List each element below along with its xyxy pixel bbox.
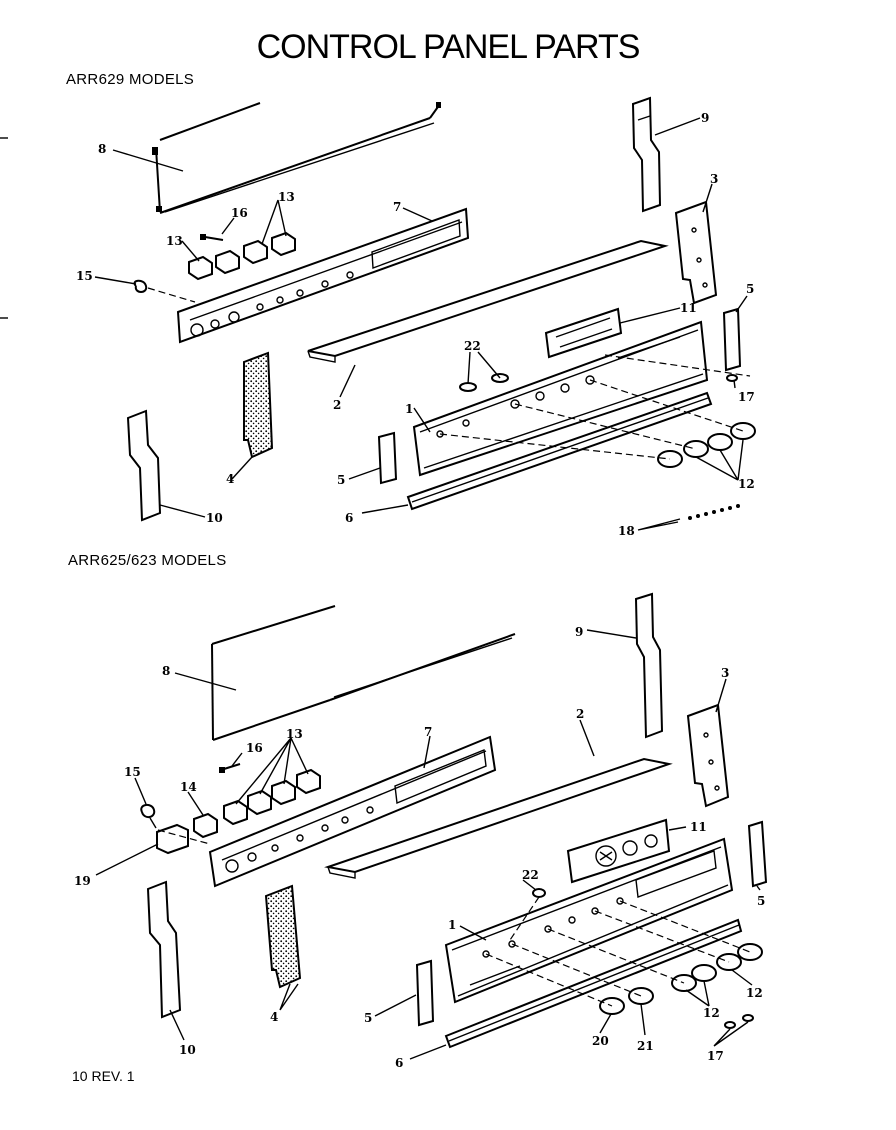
part-back-panel-upper	[152, 102, 441, 214]
callout-8: 8	[162, 664, 170, 678]
part-trim-5b-upper	[377, 431, 398, 485]
section-title-arr629: ARR629 MODELS	[66, 71, 195, 88]
revision-footer: 10 REV. 1	[72, 1068, 135, 1084]
callout-16: 16	[231, 206, 248, 220]
callout-22: 22	[522, 868, 539, 882]
callout-9: 9	[701, 111, 709, 125]
callout-16: 16	[246, 741, 263, 755]
part-switch-blocks-upper	[188, 231, 296, 281]
part-trim-5a-lower	[747, 820, 768, 888]
part-side-bracket-9-lower	[634, 592, 664, 739]
callout-21: 21	[637, 1039, 654, 1053]
part-back-panel-lower	[211, 605, 516, 741]
callout-17: 17	[738, 390, 755, 404]
callout-13: 13	[278, 190, 295, 204]
part-block-14-lower	[193, 812, 218, 839]
callout-7: 7	[393, 200, 401, 214]
part-bracket-lower	[208, 735, 497, 888]
part-end-cap-3-lower	[686, 703, 730, 808]
part-bracket-upper	[176, 207, 470, 344]
part-lower-trim-6-lower	[444, 918, 743, 1049]
callout-8: 8	[98, 142, 106, 156]
callout-7: 7	[424, 725, 432, 739]
part-side-bracket-9-upper	[631, 96, 662, 213]
part-knob-21-lower	[628, 987, 654, 1005]
callout-10: 10	[206, 511, 223, 525]
callout-1: 1	[405, 402, 413, 416]
part-side-bracket-10-upper	[126, 409, 162, 522]
callouts-upper: 8 16 13 13 7 15 9 3 5 11 22 2 1 4 5 17 1…	[76, 111, 755, 538]
callout-12: 12	[703, 1006, 720, 1020]
callout-10: 10	[179, 1043, 196, 1057]
arr625-623-exploded-view	[95, 592, 768, 1060]
callout-19: 19	[74, 874, 91, 888]
callout-20: 20	[592, 1034, 609, 1048]
part-control-panel-lower	[444, 837, 734, 1004]
callout-15: 15	[124, 765, 141, 779]
callout-3: 3	[710, 172, 718, 186]
callout-22: 22	[464, 339, 481, 353]
part-trim-strip-lower	[324, 757, 673, 879]
part-side-bracket-10-lower	[146, 880, 182, 1019]
callouts-lower: 8 9 3 2 7 16 13 15 14 11 19 22 1 5 12 12…	[74, 625, 765, 1070]
arr629-exploded-view	[94, 96, 756, 531]
part-trim-5a-upper	[722, 307, 742, 372]
callout-13: 13	[166, 234, 183, 248]
callout-5: 5	[757, 894, 765, 908]
callout-18: 18	[618, 524, 635, 538]
callout-5: 5	[337, 473, 345, 487]
callout-1: 1	[448, 918, 456, 932]
part-trim-5b-lower	[415, 959, 435, 1027]
callout-2: 2	[333, 398, 341, 412]
callout-9: 9	[575, 625, 583, 639]
part-block-19-lower	[156, 823, 189, 855]
part-control-panel-upper	[412, 320, 709, 477]
part-clock-lower	[566, 818, 671, 884]
callout-3: 3	[721, 666, 729, 680]
callout-11: 11	[690, 820, 707, 834]
part-lower-trim-6-upper	[406, 391, 713, 511]
page-title: CONTROL PANEL PARTS	[256, 28, 641, 66]
callout-13: 13	[286, 727, 303, 741]
callout-6: 6	[345, 511, 353, 525]
part-screws-18-upper	[688, 504, 740, 520]
callout-11: 11	[680, 301, 697, 315]
part-switch-blocks-lower	[223, 768, 321, 826]
callout-14: 14	[180, 780, 197, 794]
part-trim-strip-upper	[307, 239, 669, 363]
callout-15: 15	[76, 269, 93, 283]
callout-12: 12	[746, 986, 763, 1000]
callout-4: 4	[226, 472, 234, 486]
callout-2: 2	[576, 707, 584, 721]
callout-6: 6	[395, 1056, 403, 1070]
callout-17: 17	[707, 1049, 724, 1063]
callout-4: 4	[270, 1010, 278, 1024]
callout-5: 5	[364, 1011, 372, 1025]
part-clock-upper	[544, 307, 623, 359]
section-title-arr625-623: ARR625/623 MODELS	[68, 552, 227, 569]
callout-5: 5	[746, 282, 754, 296]
callout-12: 12	[738, 477, 755, 491]
part-insulation-4-lower	[264, 884, 302, 989]
part-insulation-4-upper	[243, 351, 274, 459]
part-end-cap-3-upper	[674, 200, 718, 305]
